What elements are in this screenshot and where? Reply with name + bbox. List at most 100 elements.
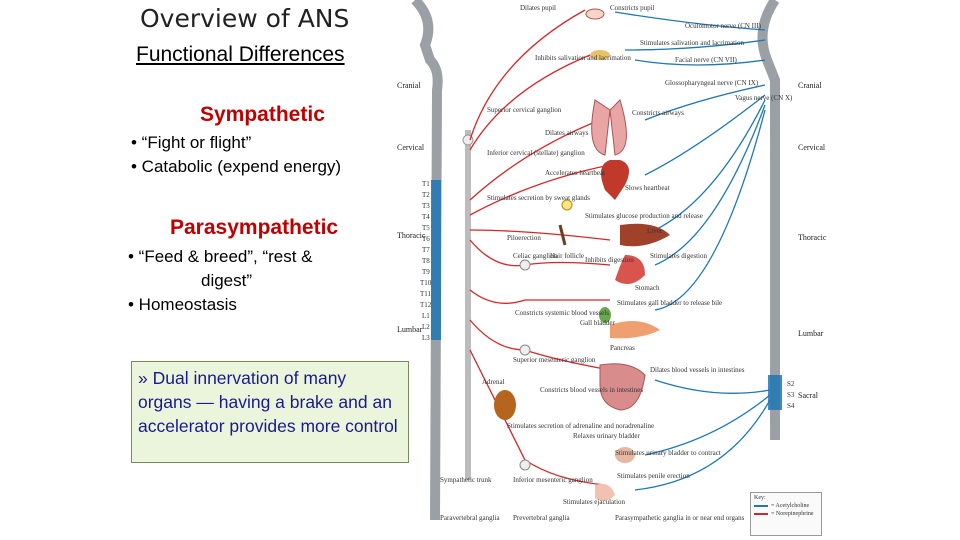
genitals-icon bbox=[595, 483, 615, 501]
label-inhibits-salivation: Inhibits salivation and lacrimation bbox=[535, 54, 631, 62]
acetylcholine-line bbox=[754, 505, 768, 507]
label-stim-ejaculation: Stimulates ejaculation bbox=[563, 498, 626, 506]
slide-title: Overview of ANS bbox=[140, 4, 350, 33]
label-constricts-visceral: Constricts systemic blood vessels bbox=[515, 309, 609, 317]
segment-label: L3 bbox=[422, 334, 430, 342]
adrenal-kidney-icon bbox=[494, 390, 516, 420]
ganglia bbox=[519, 259, 531, 471]
segment-label: S4 bbox=[787, 402, 795, 410]
sympathetic-bullet: • Catabolic (expend energy) bbox=[131, 157, 342, 176]
segment-label: T3 bbox=[422, 202, 430, 210]
lungs-icon bbox=[591, 99, 627, 156]
organs bbox=[494, 8, 670, 501]
label-constricts-airways: Constricts airways bbox=[632, 109, 684, 117]
superior-mesenteric-ganglion bbox=[519, 344, 531, 356]
label-slows-heart: Slows heartbeat bbox=[625, 184, 670, 192]
label-celiac: Celiac ganglion bbox=[513, 252, 558, 260]
label-relaxes-bladder: Relaxes urinary bladder bbox=[573, 432, 641, 440]
effect-labels: Dilates pupil Constricts pupil Oculomoto… bbox=[440, 4, 793, 522]
label-constricts-intestine: Constricts blood vessels in intestines bbox=[540, 386, 643, 394]
label-lumbar-right: Lumbar bbox=[798, 329, 824, 338]
label-para-ganglia: Parasympathetic ganglia in or near end o… bbox=[615, 514, 745, 522]
label-sup-mesenteric: Superior mesenteric ganglion bbox=[513, 356, 596, 364]
liver-icon bbox=[620, 223, 670, 247]
sympathetic-pathways bbox=[469, 9, 611, 486]
segment-label: T5 bbox=[422, 224, 430, 232]
heart-icon bbox=[601, 160, 629, 200]
hair-follicle-icon bbox=[558, 224, 567, 246]
label-liver: Liver bbox=[647, 227, 663, 235]
label-paravertebral: Paravertebral ganglia bbox=[440, 514, 501, 522]
label-inferior-cervical: Inferior cervical (stellate) ganglion bbox=[487, 149, 585, 157]
label-pancreas: Pancreas bbox=[610, 344, 635, 352]
label-constricts-pupil: Constricts pupil bbox=[610, 4, 655, 12]
intestines-icon bbox=[599, 363, 646, 411]
label-lumbar-left: Lumbar bbox=[397, 325, 423, 334]
label-inf-mesenteric: Inferior mesenteric ganglion bbox=[513, 476, 593, 484]
label-dilates-pupil: Dilates pupil bbox=[520, 4, 556, 12]
label-piloerection: Piloerection bbox=[507, 234, 541, 242]
segment-label: T4 bbox=[422, 213, 430, 221]
label-stim-digestion: Stimulates digestion bbox=[650, 252, 707, 260]
segment-labels: T1 T2 T3 T4 T5 T6 T7 T8 T9 T10 T11 T12 L… bbox=[420, 180, 795, 410]
dual-innervation-note: » Dual innervation of many organs — havi… bbox=[131, 361, 409, 463]
key-row-acetylcholine: = Acetylcholine bbox=[754, 503, 818, 509]
label-dilates-intestine: Dilates blood vessels in intestines bbox=[650, 366, 745, 374]
label-glossopharyngeal: Glossopharyngeal nerve (CN IX) bbox=[665, 79, 759, 87]
label-hair-follicle: Hair follicle bbox=[550, 252, 584, 260]
label-prevertebral: Prevertebral ganglia bbox=[513, 514, 570, 522]
label-facial: Facial nerve (CN VII) bbox=[675, 56, 738, 64]
bladder-icon bbox=[615, 447, 635, 463]
slide-subtitle: Functional Differences bbox=[136, 43, 345, 66]
label-stim-bladder: Stimulates urinary bladder to contract bbox=[615, 449, 721, 457]
label-stim-penile: Stimulates penile erection bbox=[617, 472, 690, 480]
parasympathetic-list: • “Feed & breed”, “rest & digest” • Home… bbox=[128, 245, 313, 317]
segment-label: T1 bbox=[422, 180, 430, 188]
pancreas-icon bbox=[610, 321, 660, 339]
label-cervical-right: Cervical bbox=[798, 143, 826, 152]
parasympathetic-bullet: • “Feed & breed”, “rest & bbox=[128, 247, 313, 266]
sweat-gland-icon bbox=[561, 199, 573, 211]
key-title: Key: bbox=[754, 495, 766, 501]
segment-label: S3 bbox=[787, 391, 795, 399]
label-dilates-airways: Dilates airways bbox=[545, 129, 589, 137]
label-cranial-left: Cranial bbox=[397, 81, 421, 90]
label-sacral-right: Sacral bbox=[798, 391, 819, 400]
celiac-ganglion bbox=[519, 259, 531, 271]
label-accelerates-heart: Accelerates heartbeat bbox=[545, 169, 605, 177]
segment-label: T11 bbox=[420, 290, 432, 298]
segment-label: L2 bbox=[422, 323, 430, 331]
label-stomach: Stomach bbox=[635, 284, 660, 292]
ans-diagram: Cranial Cervical Thoracic Lumbar T1 T2 T… bbox=[397, 0, 795, 522]
parasympathetic-heading: Parasympathetic bbox=[170, 216, 339, 239]
label-vagus: Vagus nerve (CN X) bbox=[735, 94, 793, 102]
norepinephrine-line bbox=[754, 513, 768, 515]
key-row-norepinephrine: = Norepinephrine bbox=[754, 511, 818, 517]
sympathetic-heading: Sympathetic bbox=[200, 103, 325, 126]
segment-label: T6 bbox=[422, 235, 430, 243]
sympathetic-list: • “Fight or flight” • Catabolic (expend … bbox=[131, 131, 341, 179]
label-sympathetic-trunk: Sympathetic trunk bbox=[440, 476, 492, 484]
gall-bladder-icon bbox=[599, 307, 611, 323]
sympathetic-chain bbox=[462, 130, 474, 480]
right-side-labels: Cranial Cervical Thoracic Lumbar Sacral bbox=[798, 81, 827, 400]
parasympathetic-bullet-continuation: digest” bbox=[201, 271, 253, 290]
parasympathetic-bullet: • Homeostasis bbox=[128, 295, 237, 314]
segment-label: S2 bbox=[787, 380, 795, 388]
key-acetylcholine-label: = Acetylcholine bbox=[771, 503, 810, 509]
label-sweat: Stimulates secretion by sweat glands bbox=[487, 194, 590, 202]
segment-label: T9 bbox=[422, 268, 430, 276]
segment-label: T8 bbox=[422, 257, 430, 265]
label-glucose: Stimulates glucose production and releas… bbox=[585, 212, 703, 220]
label-gall-bladder: Gall bladder bbox=[580, 319, 615, 327]
parasympathetic-pathways bbox=[614, 11, 771, 491]
label-thoracic-left: Thoracic bbox=[397, 231, 426, 240]
right-spinal-cord bbox=[757, 0, 782, 440]
segment-label: T7 bbox=[422, 246, 430, 254]
label-gall-bile: Stimulates gall bladder to release bile bbox=[617, 299, 722, 307]
salivary-gland-icon bbox=[590, 50, 610, 60]
sympathetic-bullet: • “Fight or flight” bbox=[131, 133, 252, 152]
segment-label: T2 bbox=[422, 191, 430, 199]
label-cranial-right: Cranial bbox=[798, 81, 822, 90]
label-cervical-left: Cervical bbox=[397, 143, 425, 152]
